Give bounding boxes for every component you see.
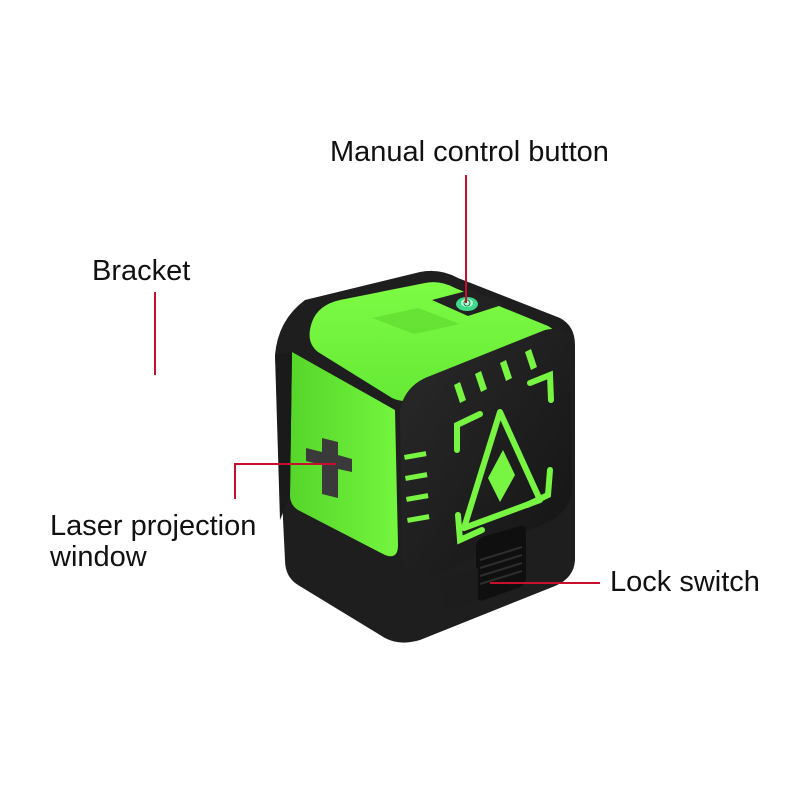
side-panel xyxy=(290,352,398,557)
label-bracket: Bracket xyxy=(92,255,191,287)
label-lock-switch: Lock switch xyxy=(610,566,760,598)
leader-bracket xyxy=(154,292,156,375)
top-slot xyxy=(372,308,460,334)
manual-control-button[interactable] xyxy=(432,290,505,316)
label-manual-control-button: Manual control button xyxy=(330,136,609,168)
top-dashes xyxy=(454,349,537,403)
side-dashes xyxy=(404,451,430,523)
leader-laser-window-h xyxy=(234,463,336,465)
warning-triangle-logo xyxy=(461,409,543,531)
label-laser-projection-window: Laser projection window xyxy=(50,511,256,573)
leader-manual-control xyxy=(465,175,467,303)
power-button-icon xyxy=(463,299,471,307)
label-laser-line-1: Laser projection xyxy=(50,510,257,542)
label-laser-line-2: window xyxy=(50,541,147,573)
leader-laser-window-v xyxy=(234,463,236,499)
lock-switch[interactable] xyxy=(440,525,526,612)
leader-lock-switch xyxy=(490,582,600,584)
laser-projection-window xyxy=(306,438,352,498)
top-panel xyxy=(309,282,557,401)
